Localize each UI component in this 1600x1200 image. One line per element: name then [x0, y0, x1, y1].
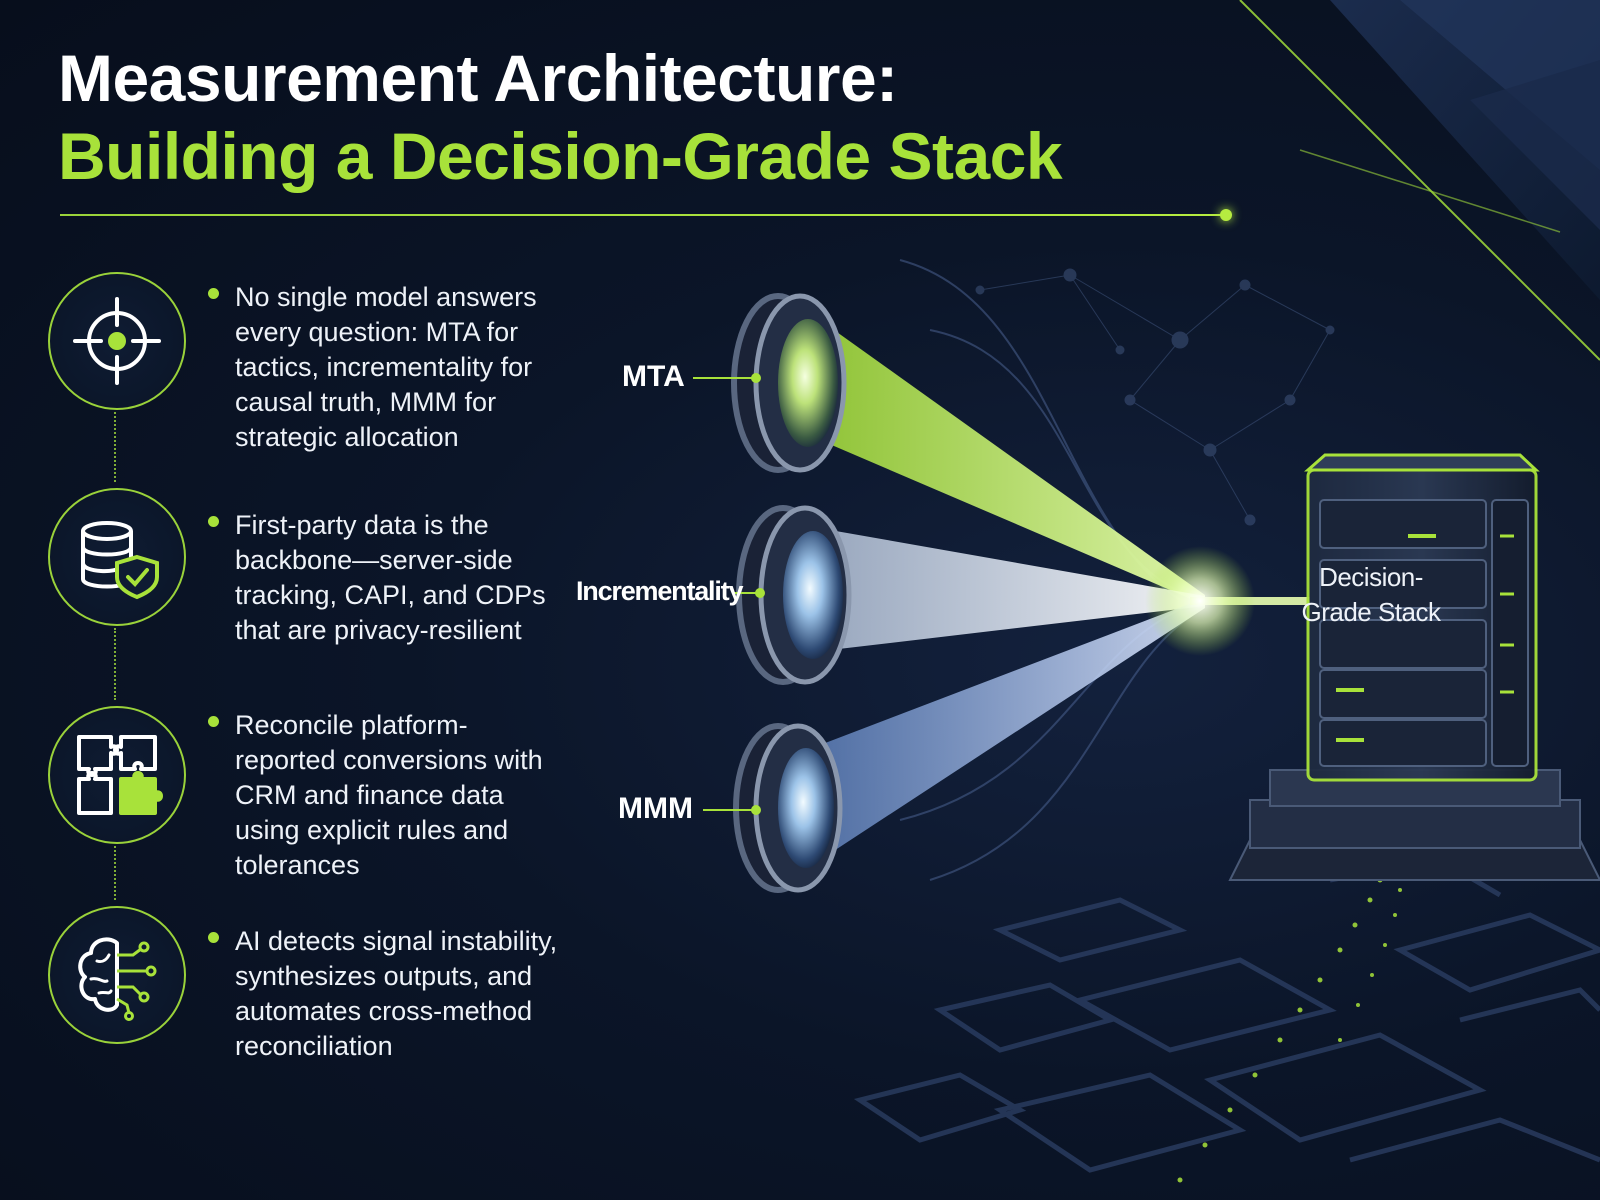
incrementality-beam: [830, 530, 1205, 650]
page-title: Measurement Architecture: Building a Dec…: [58, 41, 1238, 194]
puzzle-icon: [77, 735, 163, 815]
incrementality-lens: [736, 505, 852, 685]
bullet-text: Reconcile platform-reported conversions …: [235, 710, 543, 881]
stack-label-line-2: Grade Stack: [1301, 597, 1441, 628]
focus-point-glow: [1145, 546, 1255, 656]
incrementality-label: Incrementality: [576, 576, 743, 606]
bullet-text: AI detects signal instability, synthesiz…: [235, 926, 558, 1062]
decision-grade-stack: [1228, 453, 1600, 881]
stack-label: Decision- Grade Stack: [1300, 560, 1442, 630]
title-divider: [60, 214, 1230, 216]
title-line-1: Measurement Architecture:: [58, 41, 898, 115]
mta-beam: [820, 320, 1205, 605]
mmm-lens: [733, 723, 843, 893]
bullet-model-types: No single model answers every question: …: [208, 280, 568, 455]
icon-connector-2: [114, 628, 116, 700]
network-pattern: [975, 268, 1335, 526]
data-dot-stream: [1177, 877, 1402, 1183]
bullet-dot: [208, 288, 219, 299]
puzzle-icon-circle: [48, 706, 186, 844]
mta-label: MTA: [622, 360, 685, 393]
ai-brain-icon: [78, 937, 157, 1021]
mmm-label: MMM: [618, 792, 693, 825]
ai-brain-icon-circle: [48, 906, 186, 1044]
corner-geometry: [1239, 0, 1600, 361]
database-shield-icon-circle: [48, 488, 186, 626]
bullet-reconcile: Reconcile platform-reported conversions …: [208, 708, 568, 883]
target-icon-circle: [48, 272, 186, 410]
stack-label-line-1: Decision-: [1319, 562, 1423, 592]
bullet-dot: [208, 516, 219, 527]
target-icon: [73, 297, 161, 385]
bullet-first-party-data: First-party data is the backbone—server-…: [208, 508, 568, 648]
bullet-text: No single model answers every question: …: [235, 282, 537, 453]
database-shield-icon: [81, 521, 159, 600]
bullet-dot: [208, 716, 219, 727]
mta-lens: [731, 293, 847, 473]
icon-connector-3: [114, 846, 116, 900]
bullet-ai: AI detects signal instability, synthesiz…: [208, 924, 568, 1064]
icon-connector-1: [114, 412, 116, 482]
bullet-dot: [208, 932, 219, 943]
title-line-2: Building a Decision-Grade Stack: [58, 118, 1063, 193]
lens-label-connectors: [693, 373, 765, 815]
bullet-text: First-party data is the backbone—server-…: [235, 510, 546, 646]
title-divider-dot: [1220, 209, 1232, 221]
mmm-beam: [820, 598, 1205, 860]
